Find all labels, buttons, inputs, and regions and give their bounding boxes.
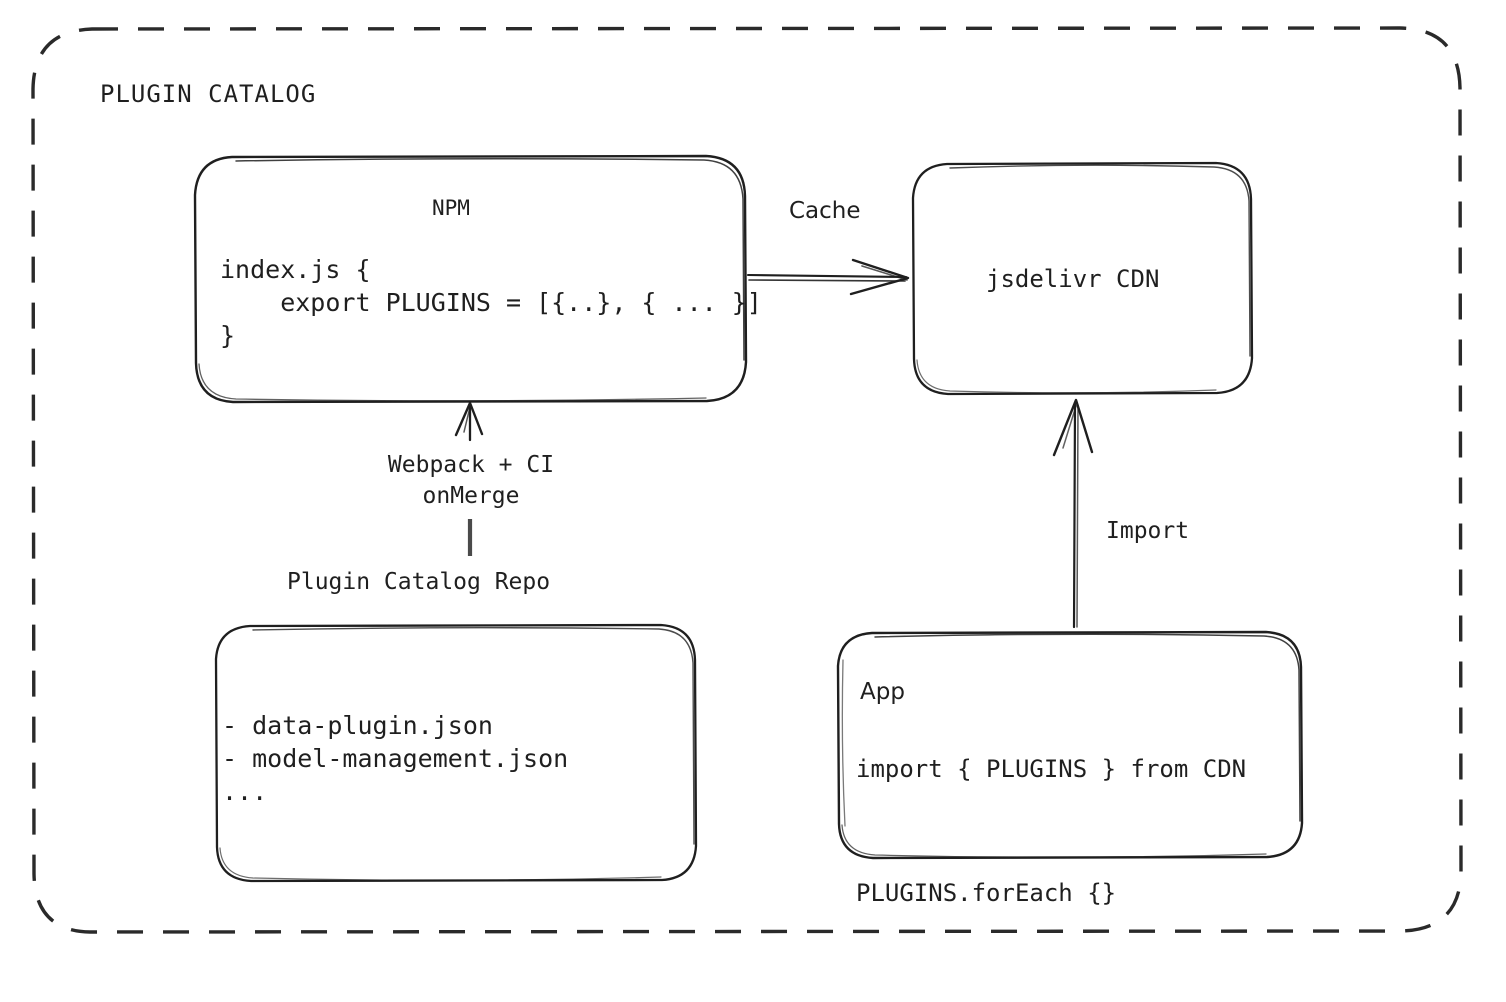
app-node-code: import { PLUGINS } from CDN PLUGINS.forE… — [856, 755, 1247, 907]
repo-node-file-list: - data-plugin.json - model-management.js… — [222, 711, 569, 806]
cache-edge-label: Cache — [789, 198, 861, 224]
repo-node-caption: Plugin Catalog Repo — [287, 569, 551, 595]
webpack-ci-edge-label: Webpack + CI onMerge — [387, 452, 555, 509]
import-edge-label: Import — [1106, 518, 1190, 544]
cache-arrow — [746, 258, 910, 296]
npm-node-code: index.js { export PLUGINS = [{..}, { ...… — [220, 255, 762, 350]
app-node-title: App — [860, 679, 905, 705]
group-title: PLUGIN CATALOG — [100, 80, 317, 108]
import-arrow — [1052, 398, 1094, 629]
cdn-node-title: jsdelivr CDN — [986, 265, 1160, 293]
npm-node-title: NPM — [432, 196, 470, 220]
